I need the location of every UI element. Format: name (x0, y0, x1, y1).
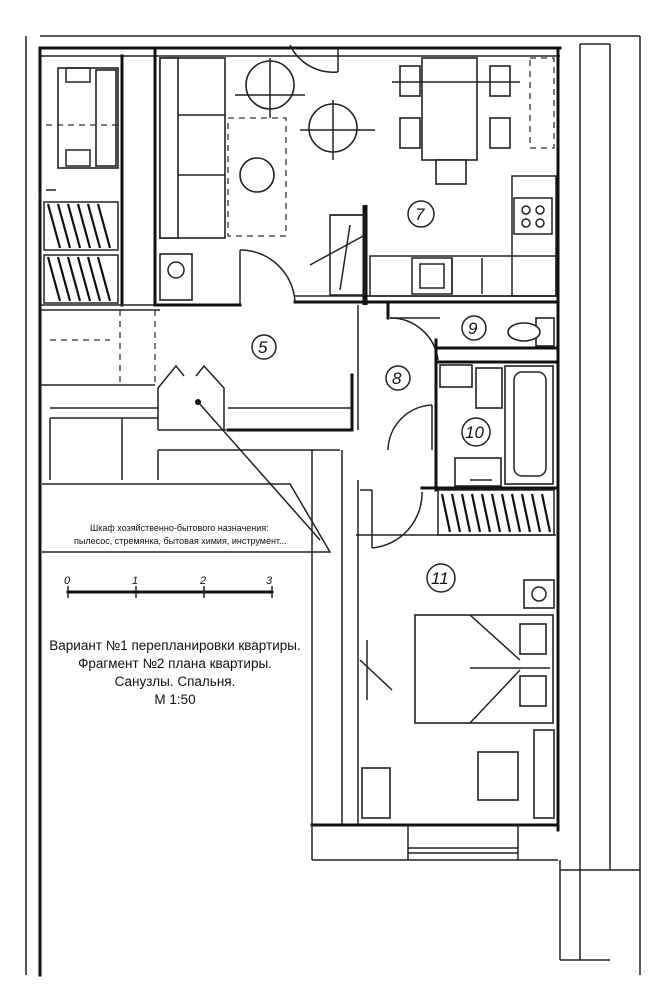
window-bottom (407, 825, 519, 860)
storage-note-box: Шкаф хозяйственно-бытового назначения: п… (42, 483, 332, 553)
kitchen-cabinet (309, 214, 366, 296)
washing-machine (159, 253, 193, 301)
bedroom-furniture (359, 579, 555, 819)
room-number-10: 10 (465, 423, 484, 442)
storage-closet (157, 364, 321, 541)
room-numbers: 5 7 8 9 10 11 (251, 200, 491, 593)
scale-bar: 0 1 2 3 (64, 575, 274, 598)
bathroom-walls (226, 303, 560, 861)
caption-line-4: М 1:50 (154, 692, 195, 707)
scale-label-2: 2 (199, 575, 206, 587)
note-line-2: пылесос, стремянка, бытовая химия, инстр… (74, 536, 287, 546)
living-furniture (235, 58, 375, 193)
doors (239, 44, 440, 549)
room-number-5: 5 (258, 338, 268, 357)
room-number-8: 8 (392, 369, 402, 388)
wardrobe-hatch (437, 489, 555, 536)
left-room-walls (39, 46, 340, 480)
toilet (507, 317, 555, 347)
kitchen-counter (369, 57, 557, 297)
note-line-1: Шкаф хозяйственно-бытового назначения: (90, 523, 269, 533)
sofa-living (159, 57, 287, 239)
outer-walls (25, 35, 641, 977)
bathroom-sink (439, 364, 503, 487)
scale-label-3: 3 (266, 575, 273, 587)
scale-label-0: 0 (64, 575, 71, 587)
bed (414, 614, 554, 724)
plan-caption: Вариант №1 перепланировки квартиры. Фраг… (49, 638, 300, 707)
caption-line-2: Фрагмент №2 плана квартиры. (78, 656, 272, 671)
room-number-7: 7 (415, 205, 425, 224)
room-number-9: 9 (468, 319, 478, 338)
room-number-11: 11 (431, 569, 449, 588)
bathtub (504, 365, 554, 485)
scale-label-1: 1 (132, 575, 138, 587)
radiator-left (43, 201, 119, 304)
dining-table (392, 57, 520, 185)
caption-line-3: Санузлы. Спальня. (115, 674, 236, 689)
caption-line-1: Вариант №1 перепланировки квартиры. (49, 638, 300, 653)
sofa-left (46, 67, 119, 169)
